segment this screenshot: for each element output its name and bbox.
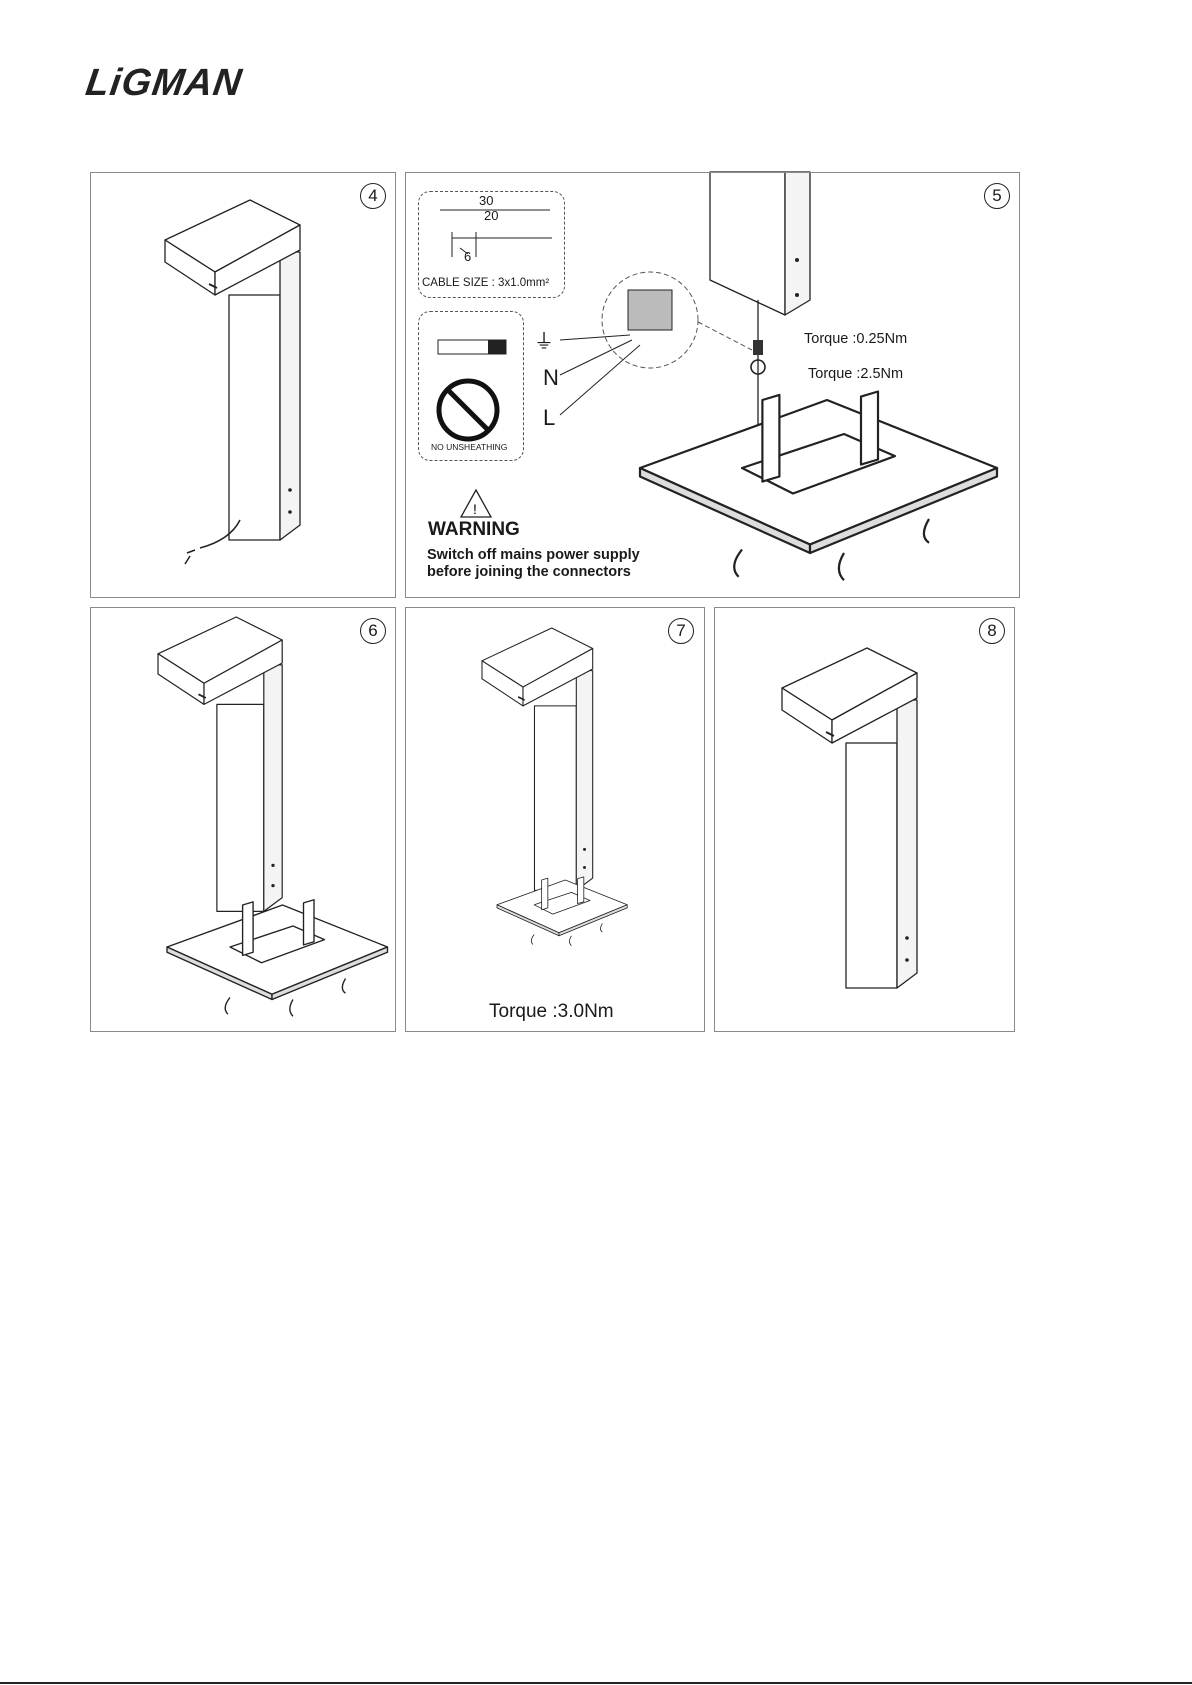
no-unsheathing-label: NO UNSHEATHING: [431, 442, 508, 452]
cable-connector: [184, 519, 241, 565]
dim-6: 6: [464, 249, 472, 264]
base-edge: [808, 466, 999, 555]
cable-diagram: [440, 209, 552, 257]
step-number: 4: [360, 183, 386, 209]
bollard-step-4: [164, 199, 301, 541]
warning-title: WARNING: [428, 519, 520, 540]
base-edge: [558, 904, 628, 937]
cable-size-label: CABLE SIZE : 3x1.0mm²: [422, 277, 550, 289]
base-step-7: [496, 876, 628, 947]
bracket-plate: [302, 899, 315, 946]
bollard-step-8: [781, 647, 918, 989]
bollard-step-6: [157, 616, 283, 912]
no-unsheathing-box: NO UNSHEATHING: [418, 311, 524, 461]
earth-symbol: ⏚: [534, 331, 554, 353]
anchor-hooks: [224, 978, 347, 1017]
earth-leader: [559, 334, 631, 341]
bracket-plate: [577, 876, 585, 904]
step-5-panel: 5 30 20 6 CABLE SIZE : 3x1.0mm² NO UNSHE…: [405, 172, 1020, 598]
head-side: [214, 224, 301, 296]
logo-mark: [198, 693, 207, 699]
screw-hole: [583, 847, 586, 851]
warning-line-1: Switch off mains power supply: [427, 547, 640, 563]
warning-exclamation: !: [473, 501, 477, 517]
step-4-panel: 4: [90, 172, 396, 598]
step-7-panel: 7 Torque :3.0Nm: [405, 607, 705, 1032]
screw-terminal-wire: [488, 340, 506, 354]
screw-hole: [583, 865, 586, 869]
page-bottom-rule: [0, 1682, 1192, 1684]
torque-connector: Torque :0.25Nm: [804, 331, 908, 347]
base-edge: [271, 946, 389, 1001]
logo-mark: [208, 283, 218, 289]
base-step-5: [638, 390, 999, 581]
mount-bracket: [229, 925, 326, 964]
warning-line-2: before joining the connectors: [427, 564, 631, 580]
head-side: [831, 672, 918, 744]
bracket-plate: [761, 393, 781, 483]
neutral-label: N: [543, 365, 559, 390]
screw-hole: [288, 510, 292, 514]
head-side: [203, 639, 283, 705]
terminal-block: [627, 289, 673, 331]
neutral-leader: [559, 339, 633, 376]
step-6-panel: 6: [90, 607, 396, 1032]
screw-hole: [905, 936, 909, 940]
detail-leader: [697, 321, 753, 351]
step-8-panel: 8: [714, 607, 1015, 1032]
bracket-plate: [859, 390, 880, 466]
screw-hole: [271, 883, 275, 888]
bollard-step-7: [481, 627, 594, 891]
screw-hole: [905, 958, 909, 962]
step-number: 8: [979, 618, 1005, 644]
head-side: [522, 647, 594, 707]
anchor-hooks: [530, 923, 603, 947]
step-number: 6: [360, 618, 386, 644]
logo-mark: [517, 696, 526, 701]
live-label: L: [543, 405, 556, 430]
bracket-plate: [541, 877, 549, 911]
base-step-6: [166, 899, 389, 1017]
step-number: 7: [668, 618, 694, 644]
screw-hole: [288, 488, 292, 492]
connector: [753, 340, 763, 355]
dim-20: 20: [484, 208, 499, 223]
prohibited-slash: [446, 388, 490, 432]
dim-30: 30: [479, 193, 494, 208]
mount-bracket: [533, 891, 591, 915]
cable-strip-box: 30 20 6 CABLE SIZE : 3x1.0mm²: [418, 191, 565, 298]
cable-gland: [750, 359, 766, 375]
torque-base: Torque :3.0Nm: [489, 1001, 614, 1022]
step-number: 5: [984, 183, 1010, 209]
screw-hole: [795, 258, 799, 262]
screw-hole: [795, 293, 799, 297]
bracket-plate: [241, 901, 254, 957]
prohibited-icon: [436, 378, 500, 442]
anchor-hooks: [733, 518, 930, 581]
screw-hole: [271, 863, 275, 868]
logo-mark: [825, 731, 835, 737]
torque-gland: Torque :2.5Nm: [808, 366, 904, 382]
live-leader: [559, 344, 641, 416]
warning-triangle-icon: [459, 488, 493, 518]
mount-bracket: [740, 432, 897, 495]
